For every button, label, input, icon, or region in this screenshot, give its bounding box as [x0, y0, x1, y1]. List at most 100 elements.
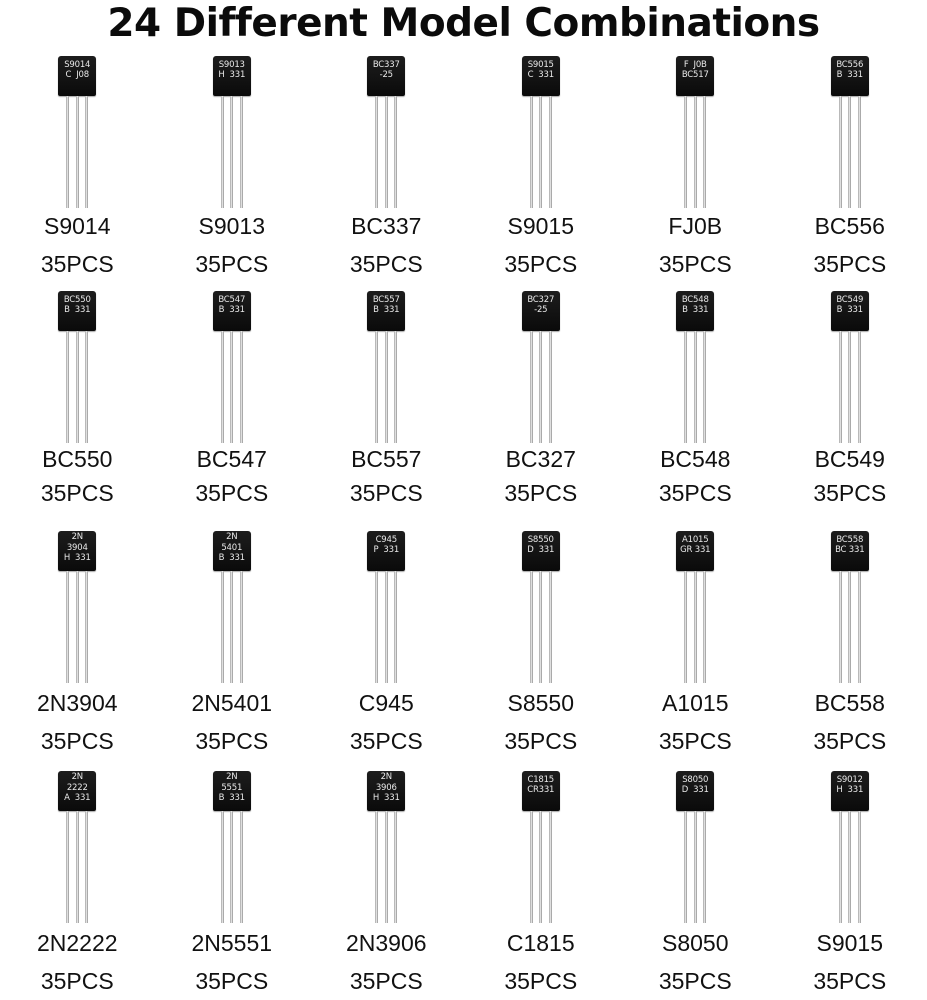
quantity-label: 35PCS: [349, 968, 423, 994]
package-marking: BC549 B 331: [836, 295, 864, 315]
transistor-body: C1815 CR331: [521, 771, 560, 811]
quantity-label: 35PCS: [195, 480, 269, 506]
quantity-label: 35PCS: [195, 251, 269, 277]
package-marking: BC550 B 331: [63, 295, 91, 315]
transistor-lead: [857, 811, 861, 923]
transistor-lead: [539, 331, 543, 443]
model-label: C1815: [506, 930, 575, 956]
transistor-icon: S8550 D 331: [520, 531, 562, 691]
model-label: 2N2222: [36, 930, 118, 956]
transistor-body: BC327 -25: [521, 291, 560, 331]
transistor-lead: [230, 571, 234, 683]
transistor-item: 2N 2222 A 331 2N2222 35PCS: [0, 761, 155, 1000]
transistor-lead: [848, 331, 852, 443]
transistor-lead: [857, 571, 861, 683]
package-marking: F J0B BC517: [681, 60, 709, 80]
transistor-lead: [85, 571, 89, 683]
quantity-label: 35PCS: [40, 480, 114, 506]
transistor-lead: [529, 571, 533, 683]
transistor-lead: [66, 811, 70, 923]
transistor-item: BC558 BC 331 BC558 35PCS: [773, 521, 927, 761]
transistor-body: BC550 B 331: [58, 291, 97, 331]
transistor-lead: [703, 571, 707, 683]
transistor-item: S9013 H 331 S9013 35PCS: [155, 52, 310, 289]
transistor-icon: BC556 B 331: [829, 56, 871, 216]
transistor-lead: [529, 96, 533, 208]
transistor-item: 2N 5551 B 331 2N5551 35PCS: [155, 761, 310, 1000]
transistor-lead: [85, 811, 89, 923]
transistor-lead: [75, 811, 79, 923]
model-label: S9015: [507, 213, 574, 239]
transistor-item: F J0B BC517 FJ0B 35PCS: [618, 52, 773, 289]
package-marking: BC556 B 331: [836, 60, 864, 80]
transistor-icon: BC548 B 331: [674, 291, 716, 451]
quantity-label: 35PCS: [40, 251, 114, 277]
transistor-lead: [75, 331, 79, 443]
package-marking: S9014 C J08: [64, 60, 91, 80]
transistor-lead: [548, 811, 552, 923]
transistor-lead: [75, 96, 79, 208]
model-label: BC556: [814, 213, 885, 239]
transistor-icon: 2N 2222 A 331: [56, 771, 98, 931]
transistor-icon: BC557 B 331: [365, 291, 407, 451]
transistor-lead: [838, 811, 842, 923]
transistor-lead: [848, 811, 852, 923]
package-marking: 2N 3904 H 331: [63, 532, 91, 563]
transistor-lead: [848, 96, 852, 208]
transistor-lead: [539, 571, 543, 683]
transistor-lead: [384, 571, 388, 683]
transistor-lead: [66, 331, 70, 443]
transistor-lead: [220, 96, 224, 208]
transistor-body: BC556 B 331: [830, 56, 869, 96]
transistor-lead: [529, 811, 533, 923]
transistor-lead: [693, 331, 697, 443]
quantity-label: 35PCS: [813, 968, 887, 994]
transistor-body: 2N 3904 H 331: [58, 531, 97, 571]
transistor-icon: BC547 B 331: [211, 291, 253, 451]
quantity-label: 35PCS: [504, 480, 578, 506]
transistor-icon: BC337 -25: [365, 56, 407, 216]
transistor-lead: [85, 96, 89, 208]
transistor-lead: [548, 331, 552, 443]
transistor-lead: [703, 331, 707, 443]
transistor-icon: 2N 5551 B 331: [211, 771, 253, 931]
quantity-label: 35PCS: [195, 968, 269, 994]
transistor-item: A1015 GR 331 A1015 35PCS: [618, 521, 773, 761]
transistor-item: BC337 -25 BC337 35PCS: [309, 52, 464, 289]
transistor-lead: [239, 571, 243, 683]
transistor-item: C1815 CR331 C1815 35PCS: [464, 761, 619, 1000]
transistor-item: 2N 3906 H 331 2N3906 35PCS: [309, 761, 464, 1000]
transistor-lead: [230, 331, 234, 443]
transistor-body: 2N 5551 B 331: [212, 771, 251, 811]
model-label: S9015: [816, 930, 883, 956]
transistor-icon: C945 P 331: [365, 531, 407, 691]
transistor-body: 2N 2222 A 331: [58, 771, 97, 811]
transistor-body: BC548 B 331: [676, 291, 715, 331]
transistor-item: BC327 -25 BC327 35PCS: [464, 289, 619, 521]
transistor-icon: S9012 H 331: [829, 771, 871, 931]
transistor-lead: [684, 96, 688, 208]
quantity-label: 35PCS: [349, 251, 423, 277]
quantity-label: 35PCS: [504, 968, 578, 994]
model-label: BC557: [351, 446, 422, 472]
package-marking: BC327 -25: [527, 295, 555, 315]
transistor-icon: BC558 BC 331: [829, 531, 871, 691]
transistor-body: S9012 H 331: [830, 771, 869, 811]
transistor-icon: 2N 5401 B 331: [211, 531, 253, 691]
transistor-icon: BC549 B 331: [829, 291, 871, 451]
transistor-body: C945 P 331: [367, 531, 406, 571]
transistor-lead: [220, 811, 224, 923]
package-marking: 2N 5551 B 331: [218, 772, 245, 803]
model-label: BC327: [505, 446, 576, 472]
package-marking: S9013 H 331: [218, 60, 246, 80]
model-label: BC558: [814, 690, 885, 716]
transistor-lead: [838, 571, 842, 683]
transistor-lead: [857, 331, 861, 443]
transistor-icon: BC550 B 331: [56, 291, 98, 451]
transistor-item: S8050 D 331 S8050 35PCS: [618, 761, 773, 1000]
package-marking: 2N 3906 H 331: [372, 772, 400, 803]
transistor-item: S8550 D 331 S8550 35PCS: [464, 521, 619, 761]
transistor-lead: [239, 331, 243, 443]
transistor-lead: [838, 331, 842, 443]
quantity-label: 35PCS: [504, 251, 578, 277]
